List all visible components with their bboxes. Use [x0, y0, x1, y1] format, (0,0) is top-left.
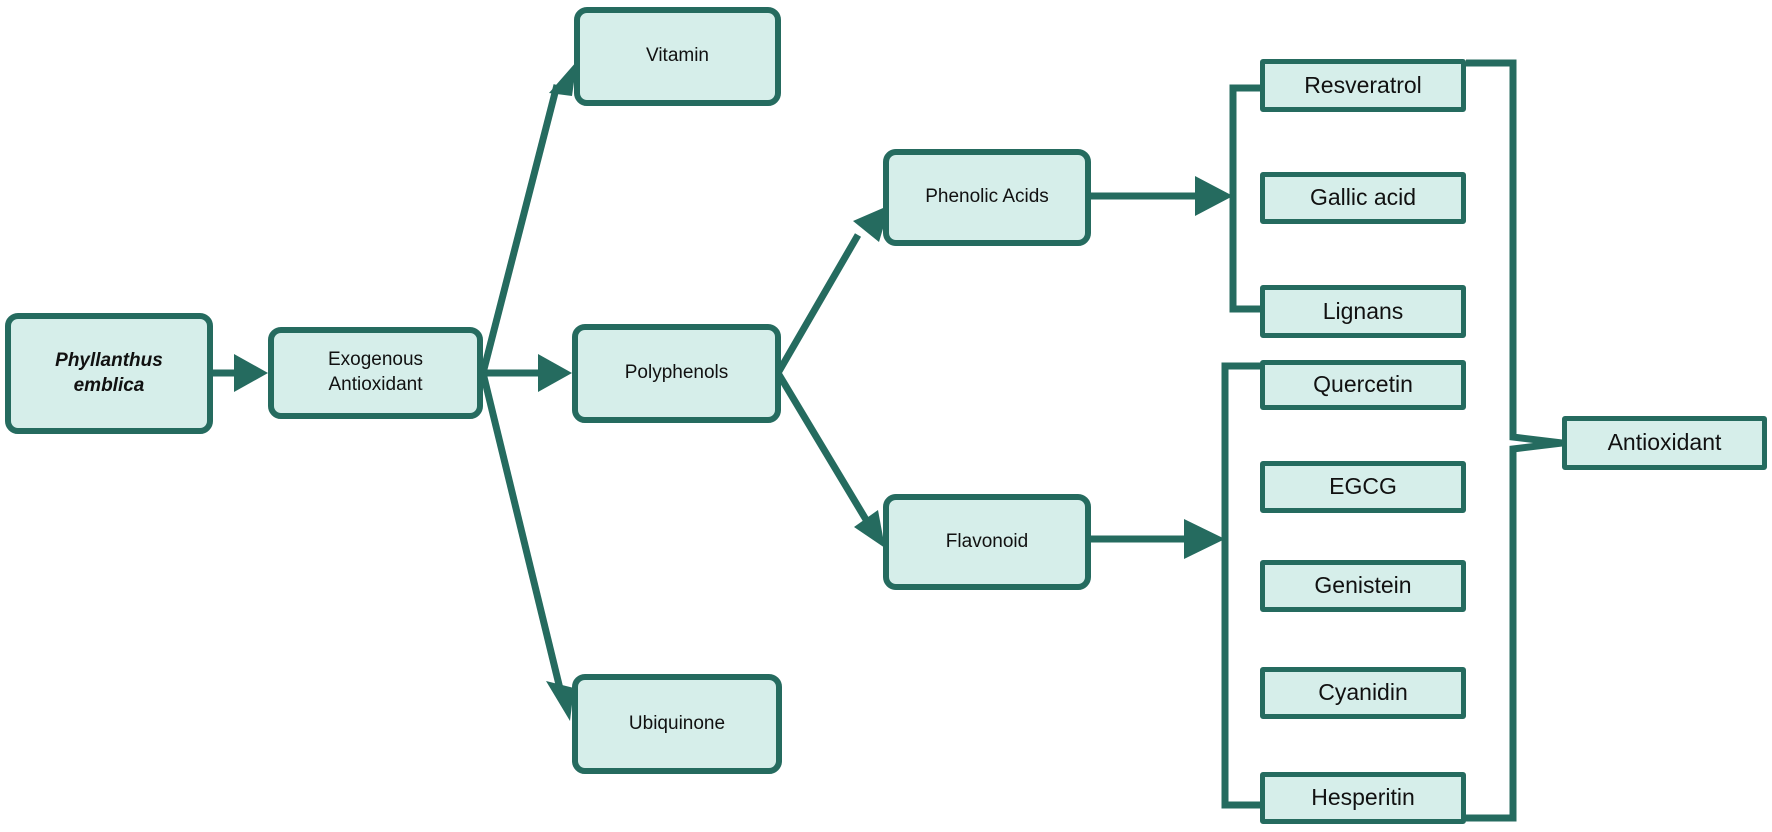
- hesperitin-box: Hesperitin: [1260, 772, 1466, 824]
- polyphenols-box: Polyphenols: [572, 324, 781, 423]
- quercetin-box: Quercetin: [1260, 360, 1466, 410]
- genistein-label: Genistein: [1314, 572, 1412, 599]
- arrowhead-flavonoid: [854, 510, 885, 548]
- phenolic-bracket: [1229, 84, 1264, 313]
- gallic-acid-box: Gallic acid: [1260, 172, 1466, 224]
- vitamin-label: Vitamin: [645, 45, 709, 67]
- hesperitin-label: Hesperitin: [1311, 784, 1415, 811]
- flavonoid-box: Flavonoid: [883, 494, 1091, 590]
- flavonoid-label: Flavonoid: [945, 530, 1029, 552]
- quercetin-label: Quercetin: [1313, 371, 1413, 398]
- antioxidant-label: Antioxidant: [1607, 429, 1722, 456]
- gallic-acid-label: Gallic acid: [1309, 184, 1417, 211]
- phyllanthus-emblica-box: Phyllanthus emblica: [5, 313, 213, 434]
- egcg-label: EGCG: [1329, 473, 1397, 500]
- arrowhead-phenolic: [853, 205, 890, 242]
- arrow-polyphenols-to-phenolic: [774, 233, 862, 375]
- antioxidant-bracket: [1466, 59, 1563, 822]
- arrow-polyphenols-to-flavonoid: [774, 371, 872, 525]
- arrowhead-polyphenols: [538, 354, 572, 392]
- arrowhead-bracket-flavonoid: [1184, 519, 1225, 559]
- polyphenols-label: Polyphenols: [624, 362, 729, 384]
- vitamin-box: Vitamin: [574, 7, 781, 106]
- exogenous-antioxidant-box: Exogenous Antioxidant: [268, 327, 483, 419]
- resveratrol-label: Resveratrol: [1304, 71, 1422, 98]
- egcg-box: EGCG: [1260, 461, 1466, 513]
- arrowhead-ubiquinone: [546, 681, 574, 721]
- exogenous-label: Exogenous: [327, 349, 424, 371]
- lignans-label: Lignans: [1322, 297, 1404, 324]
- genistein-box: Genistein: [1260, 560, 1466, 612]
- flavonoid-bracket: [1221, 362, 1264, 809]
- ubiquinone-box: Ubiquinone: [572, 674, 782, 774]
- phenolic-acids-label: Phenolic Acids: [925, 186, 1049, 208]
- phyllanthus-label: Phyllanthus: [55, 349, 163, 371]
- resveratrol-box: Resveratrol: [1260, 59, 1466, 112]
- arrowhead-bracket-phenolic: [1195, 176, 1233, 216]
- emblica-label: emblica: [73, 374, 145, 396]
- phenolic-acids-box: Phenolic Acids: [883, 149, 1091, 246]
- arrow-exogenous-to-vitamin: [479, 84, 561, 374]
- cyanidin-label: Cyanidin: [1318, 679, 1408, 706]
- lignans-box: Lignans: [1260, 285, 1466, 338]
- ubiquinone-label: Ubiquinone: [628, 712, 726, 734]
- antioxidant-box: Antioxidant: [1562, 416, 1767, 470]
- cyanidin-box: Cyanidin: [1260, 667, 1466, 719]
- arrowhead-exogenous: [234, 354, 268, 392]
- antioxidant-subtype-label: Antioxidant: [328, 374, 423, 395]
- arrowhead-vitamin: [549, 61, 577, 96]
- arrow-exogenous-to-ubiquinone: [479, 372, 566, 698]
